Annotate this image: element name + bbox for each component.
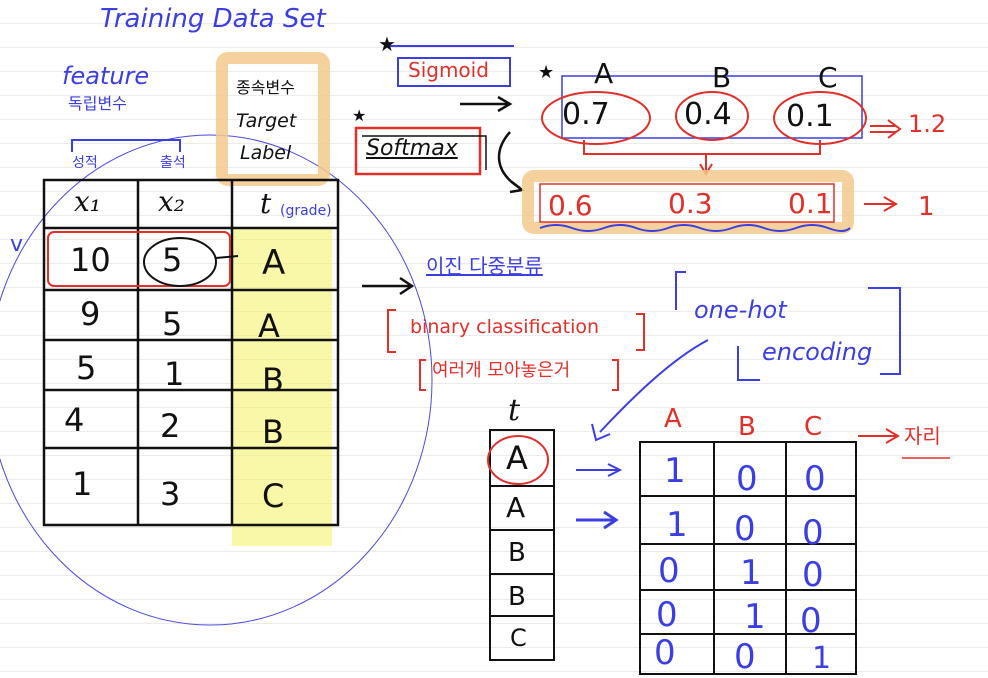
matrix-r2-c3: 0 — [802, 513, 824, 553]
page-title: Training Data Set — [100, 4, 326, 34]
matrix-r4-c1: 0 — [656, 595, 678, 635]
cell-r5-x2: 3 — [160, 475, 181, 513]
onehot-line-1: one-hot — [694, 296, 787, 324]
matrix-r4-c2: 1 — [744, 597, 766, 637]
target-line-2: Target — [236, 110, 297, 132]
feature-col-2: 출석 — [160, 155, 186, 171]
header-x1: x₁ — [74, 185, 102, 218]
blue-circle-stroke — [0, 134, 433, 626]
cell-r5-x1: 1 — [72, 465, 93, 503]
header-t: t — [260, 187, 272, 220]
class-label-a: A — [594, 57, 614, 90]
softmax-star-icon: ★ — [352, 106, 367, 125]
binary-title: 이진 다중분류 — [426, 254, 543, 278]
binary-line-1: binary classification — [410, 316, 600, 338]
softmax-label: Softmax — [366, 136, 458, 161]
matrix-r2-c1: 1 — [666, 505, 688, 545]
softmax-value-c: 0.1 — [788, 187, 833, 220]
target-line-3: Label — [240, 142, 292, 164]
sigmoid-star-icon: ★ — [378, 32, 396, 56]
class-label-b: B — [712, 61, 732, 94]
onehot-header-b: B — [738, 412, 756, 442]
grade-note: (grade) — [280, 203, 332, 219]
target-line-1: 종속변수 — [236, 78, 295, 97]
cell-r3-x2: 1 — [164, 355, 185, 393]
cell-r1-t: A — [262, 243, 286, 283]
onehot-line-2: encoding — [762, 338, 873, 366]
softmax-value-a: 0.6 — [548, 189, 593, 222]
t-value-1: A — [506, 439, 528, 477]
cell-r3-x1: 5 — [76, 349, 97, 387]
matrix-r1-c2: 0 — [736, 459, 758, 499]
sigmoid-sum: 1.2 — [908, 110, 947, 138]
matrix-r5-c1: 0 — [654, 633, 676, 673]
onehot-header-c: C — [804, 412, 823, 442]
cell-r4-x2: 2 — [160, 407, 181, 445]
onehot-note: 자리 — [904, 424, 941, 448]
matrix-r1-c1: 1 — [664, 451, 686, 491]
softmax-value-b: 0.3 — [668, 187, 713, 220]
cell-r5-t: C — [262, 477, 285, 515]
matrix-r3-c2: 1 — [740, 553, 762, 593]
t-column-header: t — [508, 393, 521, 428]
matrix-r3-c3: 0 — [802, 555, 824, 595]
matrix-r3-c1: 0 — [658, 551, 680, 591]
cell-r2-x2: 5 — [162, 305, 183, 343]
matrix-r5-c3: 1 — [812, 641, 832, 676]
t-value-4: B — [508, 582, 526, 612]
t-value-3: B — [508, 538, 526, 568]
cell-r1-x2: 5 — [162, 241, 183, 279]
onehot-header-a: A — [664, 404, 682, 434]
matrix-r4-c3: 0 — [800, 601, 822, 641]
cell-r3-t: B — [262, 361, 284, 399]
class-label-c: C — [818, 61, 838, 94]
t-value-5: C — [510, 624, 527, 652]
sigmoid-value-a: 0.7 — [562, 97, 610, 132]
sigmoid-value-b: 0.4 — [684, 97, 732, 132]
arrow-to-binary — [362, 276, 415, 296]
binary-line-2: 여러개 모아놓은거 — [432, 360, 571, 381]
feature-label: feature — [62, 62, 150, 90]
cell-r4-x1: 4 — [64, 401, 85, 439]
matrix-r2-c2: 0 — [734, 509, 756, 549]
t-value-2: A — [506, 491, 526, 524]
cell-r4-t: B — [262, 413, 284, 451]
feature-brace — [71, 139, 181, 152]
sigmoid-value-c: 0.1 — [786, 99, 834, 134]
matrix-r5-c2: 0 — [734, 637, 756, 677]
feature-korean-label: 독립변수 — [68, 94, 127, 113]
data-table-grid — [42, 178, 340, 527]
check-mark: v — [10, 232, 24, 257]
matrix-r1-c3: 0 — [804, 459, 826, 499]
cell-r2-x1: 9 — [80, 295, 101, 333]
sigmoid-label: Sigmoid — [408, 58, 489, 82]
header-x2: x₂ — [158, 185, 186, 218]
feature-col-1: 성적 — [72, 155, 98, 171]
classes-star-icon: ★ — [538, 62, 555, 83]
t-column-highlight — [232, 228, 332, 546]
softmax-sum: 1 — [918, 192, 935, 222]
first-row-box — [47, 231, 231, 287]
cell-r1-x1: 10 — [70, 241, 111, 279]
cell-r2-t: A — [258, 307, 280, 345]
